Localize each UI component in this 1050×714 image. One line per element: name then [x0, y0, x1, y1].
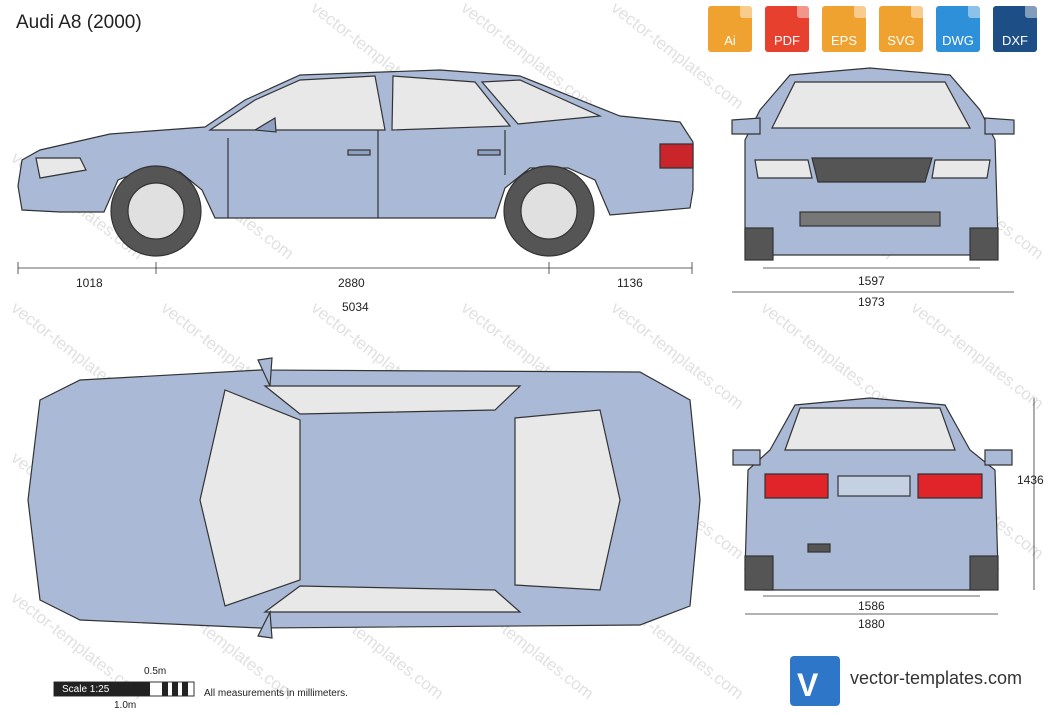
rear-window	[784, 407, 956, 451]
side-dimension-lines	[17, 262, 693, 274]
side-windshield-window	[208, 75, 386, 131]
dwg-format-button[interactable]: DWG	[936, 6, 980, 52]
rear-left-mirror	[732, 449, 761, 466]
rear-dimension-lines	[745, 398, 1035, 615]
eps-format-label: EPS	[830, 33, 857, 48]
wheelbase-label: 2880	[338, 276, 365, 290]
rear-right-mirror	[984, 449, 1013, 466]
front-right-mirror	[984, 117, 1015, 135]
rear-right-taillight	[917, 473, 983, 499]
front-left-mirror	[731, 117, 761, 135]
svg-format-button[interactable]: SVG	[879, 6, 923, 52]
side-mirror	[253, 116, 277, 133]
rear-left-tire	[744, 555, 774, 591]
side-view	[17, 69, 694, 257]
front-left-tire	[744, 227, 774, 261]
rear-license-plate	[837, 475, 911, 497]
length-label: 5034	[342, 300, 369, 314]
svg-text:vector-templates.com: vector-templates.com	[758, 298, 898, 413]
ai-format-button[interactable]: Ai	[708, 6, 752, 52]
dxf-format-label: DXF	[1002, 33, 1028, 48]
side-headlight	[35, 157, 87, 179]
half-meter-label: 0.5m	[144, 666, 167, 677]
svg-text:vector-templates.com: vector-templates.com	[608, 0, 748, 113]
side-taillight	[659, 143, 694, 169]
rear-right-tire	[969, 555, 999, 591]
side-rear-door-window	[391, 75, 512, 131]
ai-format-label: Ai	[724, 33, 736, 48]
top-left-side-windows	[263, 385, 522, 415]
pdf-format-label: PDF	[774, 33, 800, 48]
scale-bar	[53, 681, 195, 697]
front-wheel-rim	[127, 182, 185, 240]
page-title: Audi A8 (2000)	[16, 12, 142, 33]
rear-width-label: 1880	[858, 617, 885, 631]
eps-format-button[interactable]: EPS	[822, 6, 866, 52]
front-right-headlight	[931, 159, 991, 179]
front-overhang-label: 1018	[76, 276, 103, 290]
meter-label: 1.0m	[114, 700, 137, 711]
front-dimension-lines	[732, 267, 1014, 293]
pdf-format-button[interactable]: PDF	[765, 6, 809, 52]
top-left-mirror	[257, 357, 273, 387]
scale-label: Scale 1:25	[62, 684, 110, 695]
rear-wheel-rim	[520, 182, 578, 240]
top-windshield	[199, 389, 301, 607]
dxf-format-button[interactable]: DXF	[993, 6, 1037, 52]
side-rear-quarter-window	[480, 79, 603, 125]
rear-overhang-label: 1136	[617, 276, 643, 290]
brand-name[interactable]: vector-templates.com	[850, 668, 1023, 688]
height-label: 1436	[1017, 473, 1044, 487]
rear-view	[732, 397, 1013, 591]
front-view	[731, 67, 1015, 261]
front-left-headlight	[754, 159, 813, 179]
svg-format-label: SVG	[887, 33, 915, 48]
brand-logo: V	[790, 656, 840, 706]
rear-left-taillight	[764, 473, 829, 499]
front-track-label: 1597	[858, 274, 885, 288]
width-label: 1973	[858, 295, 885, 309]
front-right-tire	[969, 227, 999, 261]
rear-door-handle	[477, 149, 501, 156]
front-lower-intake	[799, 211, 941, 227]
svg-text:V: V	[797, 667, 819, 703]
front-door-handle	[347, 149, 371, 156]
front-grille	[811, 157, 933, 183]
dwg-format-label: DWG	[942, 33, 974, 48]
rear-exhaust	[807, 543, 831, 553]
front-windshield	[771, 81, 972, 129]
rear-track-label: 1586	[858, 599, 885, 613]
top-right-mirror	[257, 609, 273, 639]
svg-text:vector-templates.com: vector-templates.com	[908, 298, 1048, 413]
top-view	[27, 357, 701, 639]
top-rear-window	[514, 409, 621, 591]
top-right-side-windows	[263, 585, 522, 613]
measurement-note: All measurements in millimeters.	[204, 688, 348, 699]
